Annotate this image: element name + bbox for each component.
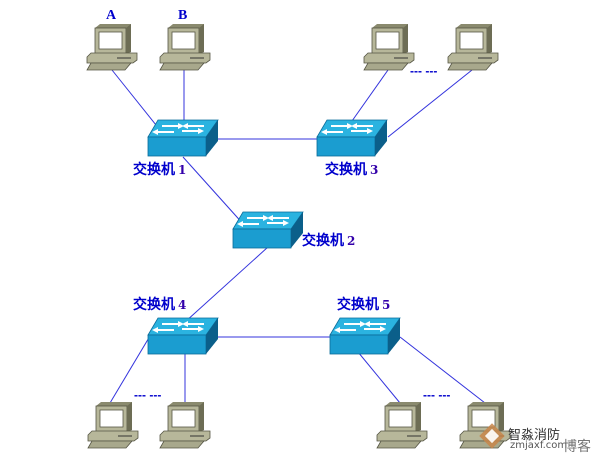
switch-4-name: 交换机	[133, 297, 175, 313]
pc-sw4-2-icon	[159, 401, 211, 449]
switch-5-name: 交换机	[337, 297, 379, 313]
watermark-suffix: 博客	[563, 439, 591, 455]
ellipsis-sw4: --- ---	[134, 388, 162, 402]
pc-sw3-2-icon	[447, 23, 499, 71]
switch-2-number: 2	[347, 234, 356, 248]
pc-a-label: A	[106, 8, 117, 23]
link-sw5-pc5a	[357, 351, 401, 404]
ellipsis-sw3: --- ---	[410, 64, 438, 78]
link-pc3b-sw3	[387, 69, 473, 138]
pc-sw3-1-icon	[363, 23, 415, 71]
link-sw2-sw4	[184, 246, 269, 323]
watermark-site: zmjaxf.com	[510, 440, 568, 451]
switch-3-number: 3	[370, 163, 379, 177]
switch-1-name: 交换机	[133, 162, 175, 178]
switch-3-icon	[316, 119, 388, 157]
switch-1-number: 1	[178, 163, 187, 177]
pc-sw5-1-icon	[376, 401, 428, 449]
pc-b-icon	[159, 23, 211, 71]
ellipsis-sw5: --- ---	[423, 388, 451, 402]
switch-2-icon	[232, 211, 304, 249]
pc-sw4-1-icon	[87, 401, 139, 449]
switch-4-number: 4	[178, 298, 187, 312]
link-sw4-pc4a	[109, 335, 151, 404]
link-sw1-sw2	[182, 156, 246, 227]
switch-2-name: 交换机	[302, 233, 344, 249]
link-sw5-pc5b	[399, 336, 486, 404]
link-pc3a-sw3	[351, 69, 389, 122]
switch-1-icon	[147, 119, 219, 157]
pc-a-icon	[86, 23, 138, 71]
switch-3-name: 交换机	[325, 162, 367, 178]
switch-5-icon	[329, 317, 401, 355]
watermark-brand: 智淼消防	[508, 428, 561, 443]
switch-5-number: 5	[382, 298, 391, 312]
pc-b-label: B	[178, 8, 188, 23]
watermark-logo-icon	[479, 423, 505, 449]
switch-4-icon	[147, 317, 219, 355]
